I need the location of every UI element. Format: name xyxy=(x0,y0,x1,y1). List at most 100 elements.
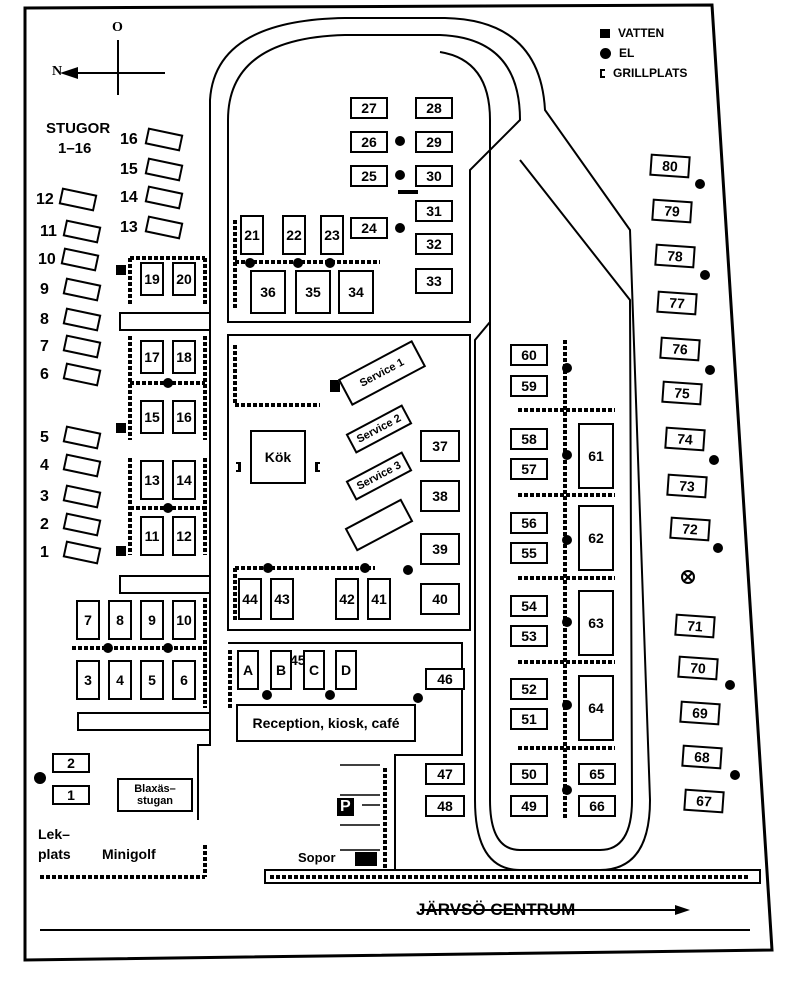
plot-number: 15 xyxy=(144,409,160,425)
plot-14[interactable]: 14 xyxy=(172,460,196,500)
plot-24[interactable]: 24 xyxy=(350,217,388,239)
plot-16[interactable]: 16 xyxy=(172,400,196,434)
plot-35[interactable]: 35 xyxy=(295,270,331,314)
plot-59[interactable]: 59 xyxy=(510,375,548,397)
plot-10[interactable]: 10 xyxy=(172,600,196,640)
plot-8[interactable]: 8 xyxy=(108,600,132,640)
plot-43[interactable]: 43 xyxy=(270,578,294,620)
plot-2[interactable]: 2 xyxy=(52,753,90,773)
plot-4[interactable]: 4 xyxy=(108,660,132,700)
plot-30[interactable]: 30 xyxy=(415,165,453,187)
cabin-number: 5 xyxy=(40,429,49,446)
cabin-number: 12 xyxy=(36,191,54,208)
plot-15[interactable]: 15 xyxy=(140,400,164,434)
plot-27[interactable]: 27 xyxy=(350,97,388,119)
plot-54[interactable]: 54 xyxy=(510,595,548,617)
plot-28[interactable]: 28 xyxy=(415,97,453,119)
plot-B[interactable]: B xyxy=(270,650,292,690)
plot-number: 53 xyxy=(521,628,537,644)
plot-number: 56 xyxy=(521,515,537,531)
plot-50[interactable]: 50 xyxy=(510,763,548,785)
plot-29[interactable]: 29 xyxy=(415,131,453,153)
plot-C[interactable]: C xyxy=(303,650,325,690)
plot-32[interactable]: 32 xyxy=(415,233,453,255)
plot-67[interactable]: 67 xyxy=(683,788,725,814)
plot-5[interactable]: 5 xyxy=(140,660,164,700)
compass-east-label: O xyxy=(112,20,123,35)
plot-39[interactable]: 39 xyxy=(420,533,460,565)
plot-77[interactable]: 77 xyxy=(656,290,698,316)
plot-71[interactable]: 71 xyxy=(674,613,716,639)
plot-1[interactable]: 1 xyxy=(52,785,90,805)
plot-62[interactable]: 62 xyxy=(578,505,614,571)
plot-number: 21 xyxy=(244,227,260,243)
plot-55[interactable]: 55 xyxy=(510,542,548,564)
plot-64[interactable]: 64 xyxy=(578,675,614,741)
plot-D[interactable]: D xyxy=(335,650,357,690)
plot-66[interactable]: 66 xyxy=(578,795,616,817)
plot-A[interactable]: A xyxy=(237,650,259,690)
plot-73[interactable]: 73 xyxy=(666,473,708,499)
plot-41[interactable]: 41 xyxy=(367,578,391,620)
plot-48[interactable]: 48 xyxy=(425,795,465,817)
plot-79[interactable]: 79 xyxy=(651,198,693,224)
plot-number: 43 xyxy=(274,591,290,607)
plot-26[interactable]: 26 xyxy=(350,131,388,153)
plot-number: 34 xyxy=(348,284,364,300)
plot-number: 68 xyxy=(693,748,711,766)
plot-6[interactable]: 6 xyxy=(172,660,196,700)
plot-number: 80 xyxy=(661,157,679,175)
plot-18[interactable]: 18 xyxy=(172,340,196,374)
plot-42[interactable]: 42 xyxy=(335,578,359,620)
plot-number: 50 xyxy=(521,766,537,782)
plot-11[interactable]: 11 xyxy=(140,516,164,556)
plot-40[interactable]: 40 xyxy=(420,583,460,615)
plot-74[interactable]: 74 xyxy=(664,426,706,452)
plot-44[interactable]: 44 xyxy=(238,578,262,620)
plot-56[interactable]: 56 xyxy=(510,512,548,534)
plot-12[interactable]: 12 xyxy=(172,516,196,556)
plot-72[interactable]: 72 xyxy=(669,516,711,542)
plot-76[interactable]: 76 xyxy=(659,336,701,362)
plot-52[interactable]: 52 xyxy=(510,678,548,700)
plot-21[interactable]: 21 xyxy=(240,215,264,255)
plot-25[interactable]: 25 xyxy=(350,165,388,187)
plot-20[interactable]: 20 xyxy=(172,262,196,296)
plot-number: 75 xyxy=(673,384,691,402)
plot-23[interactable]: 23 xyxy=(320,215,344,255)
plot-31[interactable]: 31 xyxy=(415,200,453,222)
plot-57[interactable]: 57 xyxy=(510,458,548,480)
plot-33[interactable]: 33 xyxy=(415,268,453,294)
plot-37[interactable]: 37 xyxy=(420,430,460,462)
plot-61[interactable]: 61 xyxy=(578,423,614,489)
plot-60[interactable]: 60 xyxy=(510,344,548,366)
plot-19[interactable]: 19 xyxy=(140,262,164,296)
plot-36[interactable]: 36 xyxy=(250,270,286,314)
plot-17[interactable]: 17 xyxy=(140,340,164,374)
plot-47[interactable]: 47 xyxy=(425,763,465,785)
plot-70[interactable]: 70 xyxy=(677,655,719,681)
plot-58[interactable]: 58 xyxy=(510,428,548,450)
plot-65[interactable]: 65 xyxy=(578,763,616,785)
plot-46[interactable]: 46 xyxy=(425,668,465,690)
plot-78[interactable]: 78 xyxy=(654,243,696,269)
plot-80[interactable]: 80 xyxy=(649,153,691,179)
plot-38[interactable]: 38 xyxy=(420,480,460,512)
parking-icon: P xyxy=(337,798,354,816)
plot-75[interactable]: 75 xyxy=(661,380,703,406)
plot-number: A xyxy=(242,662,254,678)
plot-22[interactable]: 22 xyxy=(282,215,306,255)
plot-63[interactable]: 63 xyxy=(578,590,614,656)
plot-9[interactable]: 9 xyxy=(140,600,164,640)
plot-53[interactable]: 53 xyxy=(510,625,548,647)
reception-building[interactable]: Reception, kiosk, café xyxy=(236,704,416,742)
plot-number: 51 xyxy=(521,711,537,727)
plot-13[interactable]: 13 xyxy=(140,460,164,500)
plot-68[interactable]: 68 xyxy=(681,744,723,770)
plot-3[interactable]: 3 xyxy=(76,660,100,700)
plot-49[interactable]: 49 xyxy=(510,795,548,817)
plot-7[interactable]: 7 xyxy=(76,600,100,640)
plot-34[interactable]: 34 xyxy=(338,270,374,314)
plot-51[interactable]: 51 xyxy=(510,708,548,730)
plot-69[interactable]: 69 xyxy=(679,700,721,726)
